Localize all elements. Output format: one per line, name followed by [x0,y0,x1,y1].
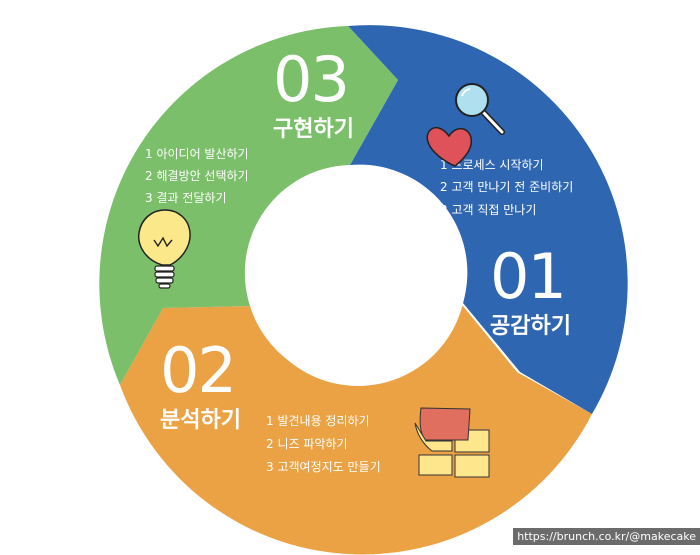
empathize-step-1: 1 프로세스 시작하기 [440,158,544,172]
segment-analyze [120,300,592,555]
center-hole [250,170,466,386]
implement-step-1: 1 아이디어 발산하기 [145,147,249,161]
analyze-title: 분석하기 [160,408,241,433]
implement-step-2: 2 해결방안 선택하기 [145,169,249,183]
analyze-step-3: 3 고객여정지도 만들기 [266,460,381,474]
lightbulb-icon [138,209,191,289]
implement-step-3: 3 결과 전달하기 [145,191,227,205]
segment-implement [99,26,399,385]
empathize-step-3: 3 고객 직접 만나기 [440,203,536,217]
sticky-notes-icon [414,407,490,478]
implement-number: 03 [273,43,348,116]
heart-magnifier-icon [426,83,505,167]
analyze-number: 02 [160,334,235,407]
empathize-number: 01 [490,240,565,313]
segment-empathize [348,25,628,415]
implement-title: 구현하기 [273,117,354,142]
empathize-step-2: 2 고객 만나기 전 준비하기 [440,180,573,194]
empathize-title: 공감하기 [490,314,571,339]
analyze-step-2: 2 니즈 파악하기 [266,437,348,451]
source-credit: https://brunch.co.kr/@makecake [513,528,700,545]
analyze-step-1: 1 발견내용 정리하기 [266,414,370,428]
